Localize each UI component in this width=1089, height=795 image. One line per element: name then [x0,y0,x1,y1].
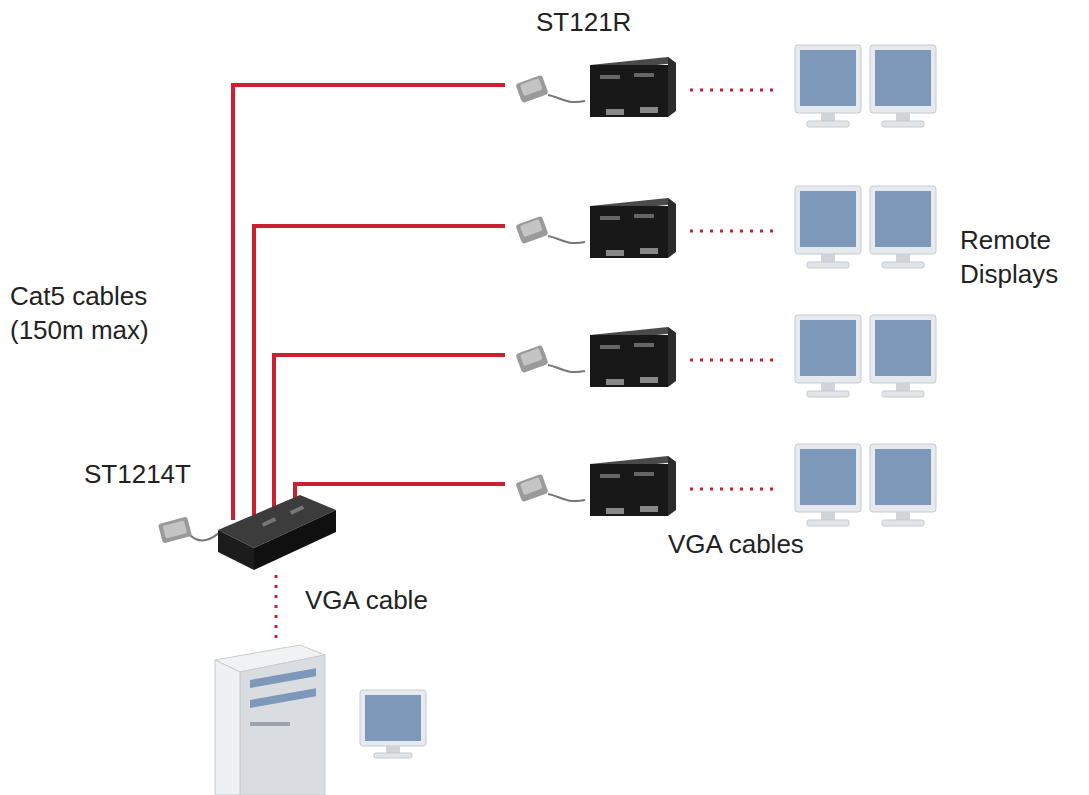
cable-label: VGA cables [668,528,804,562]
area-label: Remote Displays [960,224,1085,292]
cable-label: VGA cable [305,584,428,618]
cable-label: Cat5 cables (150m max) [10,280,180,348]
device-label: ST1214T [84,458,191,492]
device-label: ST121R [536,6,631,40]
